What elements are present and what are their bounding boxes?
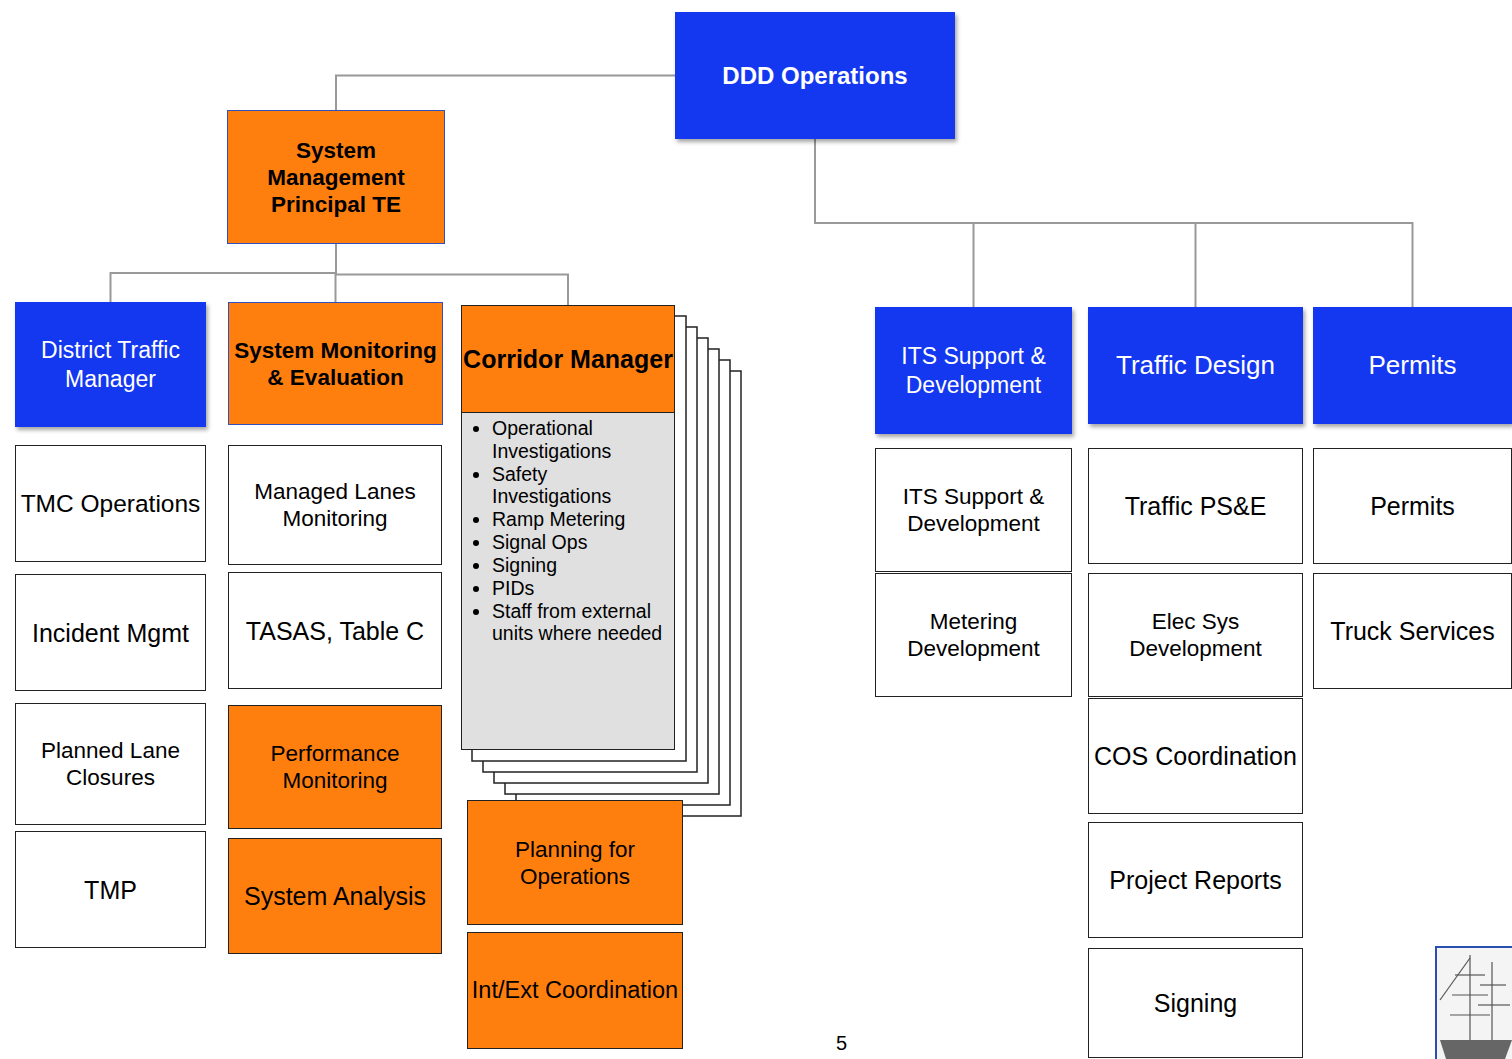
function-box: Project Reports (1088, 822, 1303, 938)
unit-header-box: Permits (1313, 307, 1512, 424)
box-text: COS Coordination (1094, 741, 1297, 771)
function-box: Managed Lanes Monitoring (228, 445, 442, 565)
org-connector (336, 244, 568, 305)
box-text: Traffic PS&E (1125, 491, 1267, 521)
function-box: TMC Operations (15, 445, 206, 562)
box-text: Managed Lanes Monitoring (229, 478, 441, 532)
box-text: System Monitoring & Evaluation (229, 337, 442, 391)
header-text: Corridor Manager (463, 344, 673, 374)
duty-item: Signing (492, 554, 670, 577)
box-text: System Management Principal TE (228, 137, 444, 218)
duty-item: Signal Ops (492, 531, 670, 554)
box-text: Traffic Design (1116, 349, 1275, 382)
box-text: Truck Services (1330, 616, 1494, 646)
org-connector (111, 244, 337, 302)
function-box: Planned Lane Closures (15, 703, 206, 825)
box-text: Incident Mgmt (32, 618, 189, 648)
function-box: Permits (1313, 448, 1512, 564)
box-text: System Analysis (244, 881, 426, 911)
box-text: ITS Support & Development (875, 342, 1072, 400)
manager-box: District Traffic Manager (15, 302, 206, 427)
group-box: System Monitoring & Evaluation (228, 302, 443, 425)
function-box: TASAS, Table C (228, 572, 442, 689)
duty-item: Ramp Metering (492, 508, 670, 531)
duty-item: Safety Investigations (492, 463, 670, 509)
function-box: ITS Support & Development (875, 448, 1072, 572)
function-box: Elec Sys Development (1088, 573, 1303, 697)
box-text: Int/Ext Coordination (472, 976, 678, 1004)
function-box: Planning for Operations (467, 800, 683, 925)
org-unit-box: DDD Operations (675, 12, 955, 139)
function-box: COS Coordination (1088, 698, 1303, 814)
box-text: DDD Operations (722, 61, 907, 91)
function-box: Performance Monitoring (228, 705, 442, 829)
box-text: Project Reports (1109, 865, 1281, 895)
duty-item: Operational Investigations (492, 417, 670, 463)
card-header: Corridor Manager (461, 305, 675, 413)
function-box: Truck Services (1313, 573, 1512, 689)
principal-box: System Management Principal TE (227, 110, 445, 244)
box-text: ITS Support & Development (876, 483, 1071, 537)
ship-picture (1436, 947, 1512, 1059)
unit-header-box: Traffic Design (1088, 307, 1303, 424)
function-box: TMP (15, 831, 206, 948)
unit-header-box: ITS Support & Development (875, 307, 1072, 434)
box-text: Elec Sys Development (1089, 608, 1302, 662)
org-connector (336, 76, 675, 111)
function-box: System Analysis (228, 838, 442, 954)
duty-item: PIDs (492, 577, 670, 600)
box-text: Permits (1368, 349, 1456, 382)
function-box: Int/Ext Coordination (467, 932, 683, 1049)
function-box: Traffic PS&E (1088, 448, 1303, 564)
box-text: Signing (1154, 988, 1237, 1018)
duty-list: Operational InvestigationsSafety Investi… (461, 413, 675, 750)
box-text: TMP (84, 875, 137, 905)
box-text: Performance Monitoring (229, 740, 441, 794)
box-text: TASAS, Table C (246, 616, 424, 646)
box-text: District Traffic Manager (15, 336, 206, 394)
box-text: TMC Operations (21, 489, 201, 518)
corridor-card: Corridor ManagerOperational Investigatio… (461, 305, 675, 750)
box-text: Permits (1370, 491, 1455, 521)
org-connector (815, 139, 1413, 307)
box-text: Metering Development (876, 608, 1071, 662)
function-box: Metering Development (875, 573, 1072, 697)
box-text: Planned Lane Closures (16, 737, 205, 791)
box-text: Planning for Operations (468, 836, 682, 890)
duty-item: Staff from external units where needed (492, 600, 670, 646)
function-box: Incident Mgmt (15, 574, 206, 691)
page-number: 5 (836, 1032, 847, 1055)
function-box: Signing (1088, 948, 1303, 1058)
